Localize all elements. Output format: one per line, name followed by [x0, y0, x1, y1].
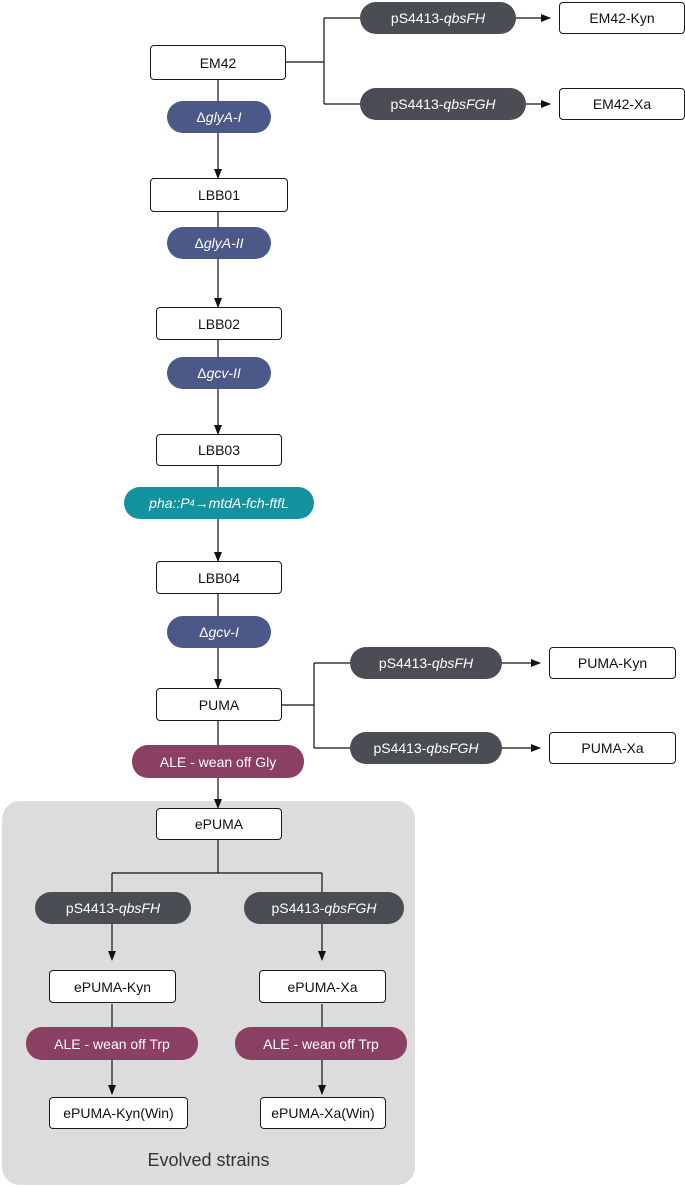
- node-epuma: ePUMA: [156, 808, 282, 840]
- edge-em42-branch: [286, 18, 325, 104]
- step-em42-pS4413-qbsFH: pS4413-qbsFH: [360, 2, 516, 34]
- node-lbb03: LBB03: [156, 434, 282, 466]
- plasmid-prefix: pS4413-: [390, 10, 444, 26]
- node-epuma-kyn: ePUMA-Kyn: [49, 970, 176, 1003]
- node-puma: PUMA: [156, 688, 282, 721]
- gene-qbsFH: qbsFH: [431, 655, 474, 671]
- node-puma-xa: PUMA-Xa: [549, 732, 676, 764]
- delta-symbol: Δ: [194, 235, 204, 251]
- gene-glyA-I: glyA-I: [205, 109, 242, 125]
- step-ale-wean-off-trp-kyn: ALE - wean off Trp: [26, 1027, 198, 1060]
- node-lbb01: LBB01: [150, 178, 288, 212]
- evolved-strains-label: Evolved strains: [147, 1150, 270, 1170]
- gene-gcv-II: gcv-II: [206, 365, 241, 381]
- delta-symbol: Δ: [199, 624, 209, 640]
- gene-qbsFH: qbsFH: [443, 10, 486, 26]
- gene-qbsFGH: qbsFGH: [324, 900, 377, 916]
- step-em42-pS4413-qbsFGH: pS4413-qbsFGH: [360, 88, 526, 120]
- step-ale-wean-off-gly: ALE - wean off Gly: [132, 745, 304, 778]
- node-em42-xa: EM42-Xa: [559, 88, 685, 120]
- step-epuma-pS4413-qbsFH: pS4413-qbsFH: [35, 892, 191, 924]
- delta-symbol: Δ: [196, 109, 206, 125]
- node-epuma-xa-win: ePUMA-Xa(Win): [260, 1097, 386, 1129]
- node-epuma-kyn-win: ePUMA-Kyn(Win): [49, 1097, 188, 1129]
- plasmid-prefix: pS4413-: [390, 96, 444, 112]
- node-lbb02: LBB02: [156, 307, 282, 340]
- node-em42: EM42: [150, 45, 286, 80]
- gene-gcv-I: gcv-I: [208, 624, 239, 640]
- gene-qbsFH: qbsFH: [118, 900, 161, 916]
- node-epuma-xa: ePUMA-Xa: [259, 970, 386, 1003]
- step-epuma-pS4413-qbsFGH: pS4413-qbsFGH: [244, 892, 404, 924]
- edge-epuma-split: [111, 840, 323, 892]
- insert-part-a: pha::P: [149, 495, 190, 511]
- delta-symbol: Δ: [197, 365, 207, 381]
- edge-puma-branch: [282, 663, 315, 748]
- gene-qbsFGH: qbsFGH: [426, 740, 479, 756]
- plasmid-prefix: pS4413-: [373, 740, 427, 756]
- step-puma-pS4413-qbsFH: pS4413-qbsFH: [350, 647, 502, 679]
- node-em42-kyn: EM42-Kyn: [559, 2, 685, 34]
- insert-promoter-sub: 4: [189, 498, 195, 508]
- gene-qbsFGH: qbsFGH: [443, 96, 496, 112]
- plasmid-prefix: pS4413-: [271, 900, 325, 916]
- step-ale-wean-off-trp-xa: ALE - wean off Trp: [235, 1027, 407, 1060]
- step-puma-pS4413-qbsFGH: pS4413-qbsFGH: [350, 732, 502, 764]
- node-lbb04: LBB04: [156, 561, 282, 594]
- node-puma-kyn: PUMA-Kyn: [549, 647, 676, 679]
- plasmid-prefix: pS4413-: [65, 900, 119, 916]
- gene-glyA-II: glyA-II: [203, 235, 244, 251]
- insert-part-b: →mtdA-fch-ftfL: [194, 495, 289, 511]
- plasmid-prefix: pS4413-: [378, 655, 432, 671]
